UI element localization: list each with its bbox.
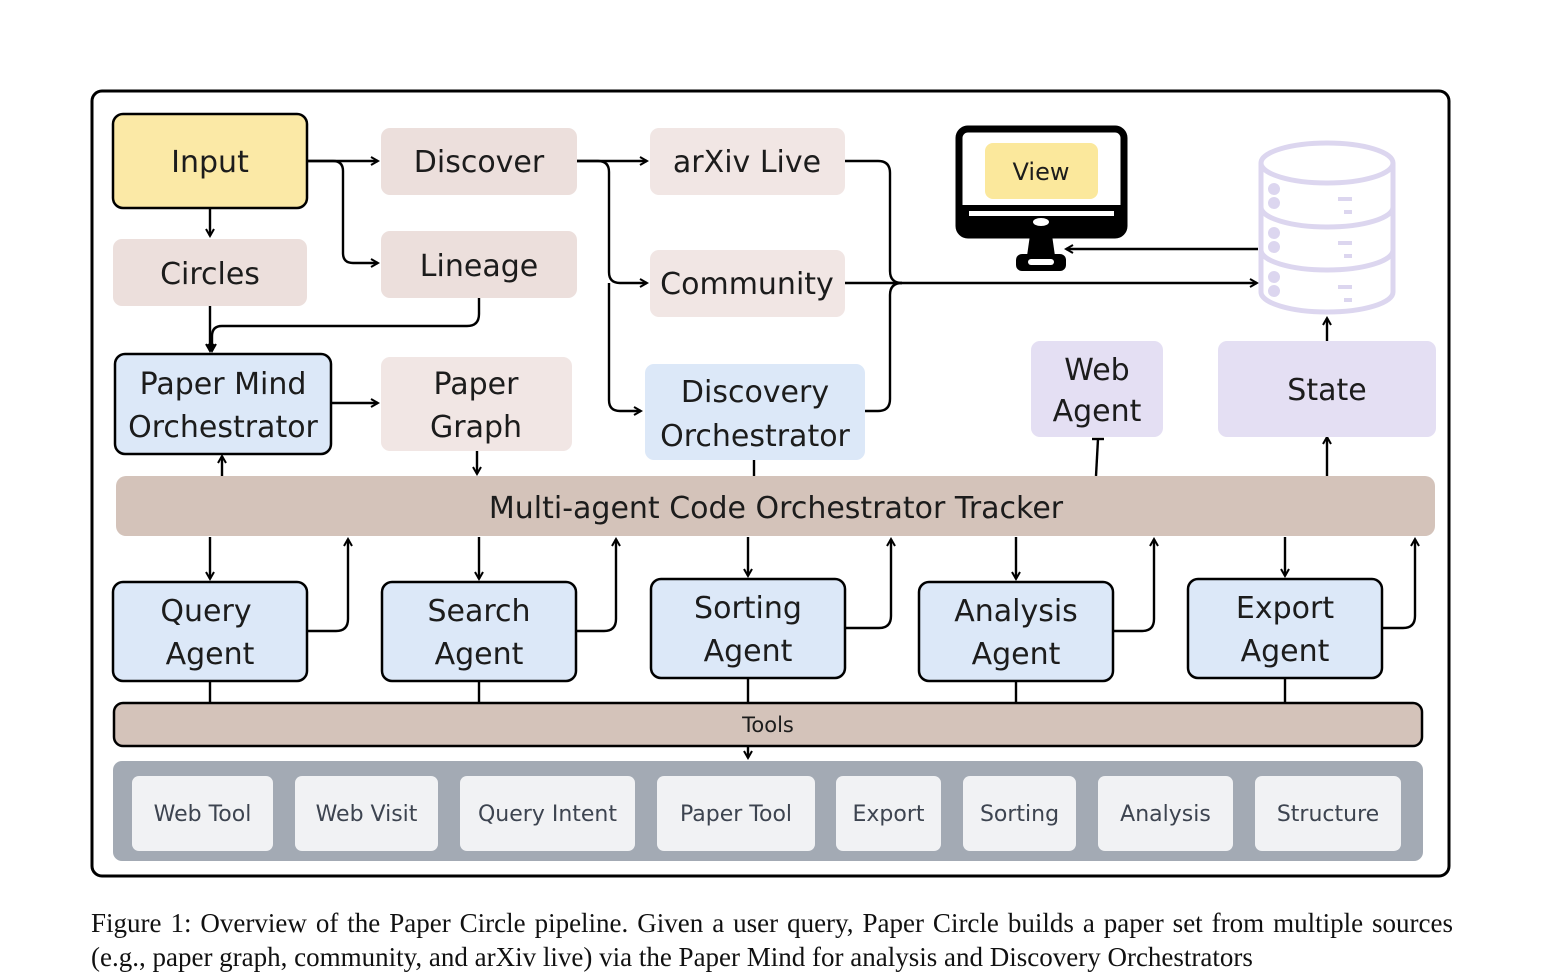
tool-chip-paper-tool: Paper Tool: [657, 776, 815, 851]
tool-chip-structure: Structure: [1255, 776, 1401, 851]
analysis-agent-line2: Agent: [972, 637, 1061, 672]
search-agent-line1: Search: [427, 594, 530, 629]
node-search-agent: Search Agent: [380, 580, 578, 683]
node-discovery-orchestrator: Discovery Orchestrator: [645, 364, 865, 460]
monitor-icon: View: [955, 125, 1128, 271]
edge-lineage-papermind: [212, 298, 481, 351]
edge-sorting-tracker: [845, 539, 891, 630]
query-agent-line1: Query: [160, 594, 251, 629]
analysis-agent-line1: Analysis: [954, 594, 1078, 629]
node-lineage: Lineage: [381, 231, 577, 298]
tool-chip-label: Query Intent: [478, 802, 617, 827]
community-label: Community: [660, 267, 834, 302]
node-state: State: [1218, 341, 1436, 437]
sorting-agent-line1: Sorting: [694, 591, 802, 626]
state-label: State: [1287, 373, 1366, 408]
tool-chip-label: Web Tool: [154, 802, 252, 827]
tool-chip-analysis: Analysis: [1098, 776, 1233, 851]
paper-graph-line2: Graph: [430, 410, 522, 445]
paper-mind-line2: Orchestrator: [128, 410, 318, 445]
discovery-line1: Discovery: [681, 375, 829, 410]
node-export-agent: Export Agent: [1186, 577, 1384, 680]
discover-label: Discover: [414, 145, 545, 180]
node-community: Community: [650, 250, 845, 317]
search-agent-line2: Agent: [435, 637, 524, 672]
edge-tracker-webagent: [1094, 438, 1100, 477]
input-label: Input: [171, 145, 249, 180]
node-paper-graph: Paper Graph: [381, 357, 572, 451]
tool-chip-export: Export: [836, 776, 941, 851]
figure-caption: Figure 1: Overview of the Paper Circle p…: [91, 908, 1453, 972]
tracker-bar: Multi-agent Code Orchestrator Tracker: [116, 476, 1435, 536]
edge-input-lineage: [307, 159, 378, 263]
lineage-label: Lineage: [420, 249, 538, 284]
tool-chip-web-visit: Web Visit: [295, 776, 438, 851]
discovery-line2: Orchestrator: [660, 419, 850, 454]
paper-mind-line1: Paper Mind: [140, 367, 307, 402]
edge-query-tracker: [307, 539, 348, 633]
tool-chip-label: Structure: [1277, 802, 1379, 827]
tool-chip-query-intent: Query Intent: [460, 776, 635, 851]
tool-chip-web-tool: Web Tool: [132, 776, 273, 851]
edge-analysis-tracker: [1113, 539, 1154, 633]
tool-chip-label: Web Visit: [316, 802, 418, 827]
node-circles: Circles: [113, 239, 307, 306]
web-agent-line2: Agent: [1053, 394, 1142, 429]
paper-graph-line1: Paper: [434, 367, 520, 402]
node-arxiv-live: arXiv Live: [650, 128, 845, 195]
tool-chips: Web Tool Web Visit Query Intent Paper Tool E…: [132, 776, 1401, 851]
edge-discovery-merge: [865, 281, 903, 413]
tool-chip-label: Export: [852, 802, 924, 827]
tools-label: Tools: [741, 713, 794, 737]
edge-search-tracker: [576, 539, 616, 633]
view-label: View: [1013, 158, 1070, 186]
tool-chip-label: Paper Tool: [680, 802, 792, 827]
tool-chip-label: Sorting: [980, 802, 1059, 827]
connectors: [210, 161, 1415, 758]
node-analysis-agent: Analysis Agent: [917, 580, 1115, 683]
node-query-agent: Query Agent: [111, 580, 309, 683]
web-agent-line1: Web: [1064, 353, 1129, 388]
edge-discover-discovery: [607, 283, 641, 411]
edge-discover-community: [577, 159, 647, 283]
export-agent-line1: Export: [1236, 591, 1334, 626]
tracker-label: Multi-agent Code Orchestrator Tracker: [489, 491, 1064, 526]
circles-label: Circles: [160, 257, 260, 292]
tools-panel: Web Tool Web Visit Query Intent Paper Tool E…: [113, 761, 1423, 861]
query-agent-line2: Agent: [166, 637, 255, 672]
tool-chip-label: Analysis: [1120, 802, 1211, 827]
sorting-agent-line2: Agent: [704, 634, 793, 669]
export-agent-line2: Agent: [1241, 634, 1330, 669]
edge-export-tracker: [1382, 539, 1415, 630]
node-input: Input: [111, 112, 309, 210]
tool-chip-sorting: Sorting: [963, 776, 1076, 851]
database-icon: [1258, 140, 1396, 315]
node-discover: Discover: [381, 128, 577, 195]
arxiv-live-label: arXiv Live: [673, 145, 821, 180]
node-paper-mind-orchestrator: Paper Mind Orchestrator: [113, 352, 333, 456]
tools-bar: Tools: [112, 701, 1424, 748]
node-web-agent: Web Agent: [1031, 341, 1163, 437]
node-sorting-agent: Sorting Agent: [649, 577, 847, 680]
edge-arxiv-merge: [845, 159, 903, 285]
